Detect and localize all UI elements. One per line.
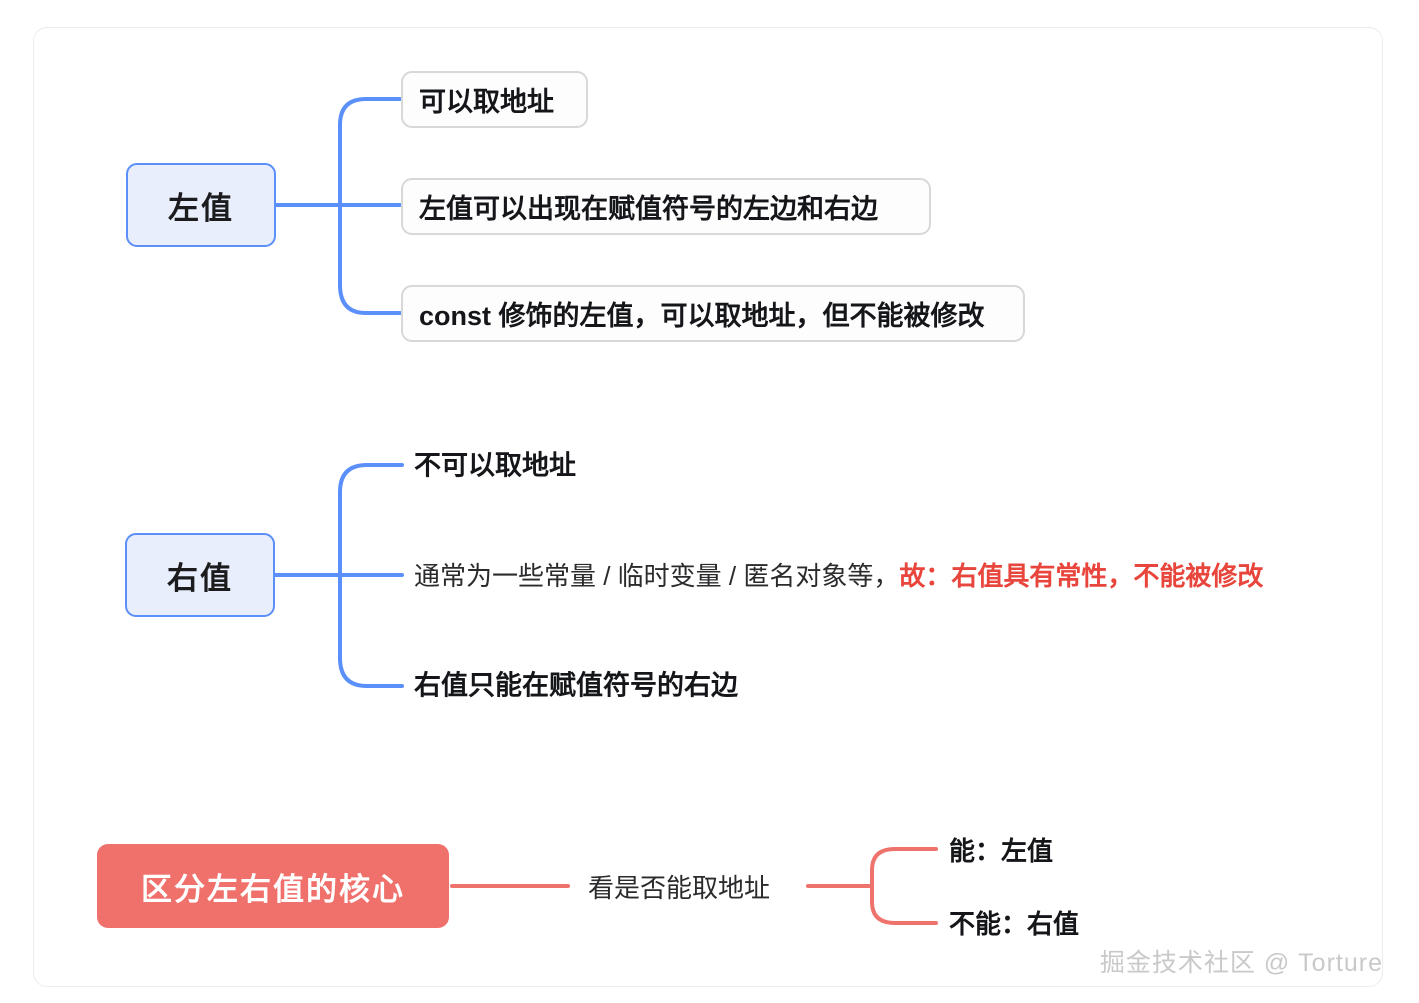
leaf-rvalue-3[interactable]: 右值只能在赋值符号的右边 — [414, 670, 738, 701]
leaf-core-yes[interactable]: 能：左值 — [949, 836, 1054, 866]
leaf-rvalue-1[interactable]: 不可以取地址 — [414, 450, 576, 481]
leaf-lvalue-2[interactable]: 左值可以出现在赋值符号的左边和右边 — [401, 178, 931, 235]
root-node-core[interactable]: 区分左右值的核心 — [97, 844, 449, 928]
leaf-rvalue-2-plain: 通常为一些常量 / 临时变量 / 匿名对象等， — [414, 561, 900, 591]
leaf-rvalue-2[interactable]: 通常为一些常量 / 临时变量 / 匿名对象等，故：右值具有常性，不能被修改 — [414, 563, 1263, 589]
leaf-core-question[interactable]: 看是否能取地址 — [588, 873, 771, 903]
leaf-core-no[interactable]: 不能：右值 — [949, 909, 1080, 939]
watermark: 掘金技术社区 @ Torture — [1099, 949, 1383, 977]
leaf-lvalue-1[interactable]: 可以取地址 — [401, 71, 588, 128]
root-node-lvalue[interactable]: 左值 — [126, 163, 276, 247]
root-node-rvalue[interactable]: 右值 — [125, 533, 275, 617]
leaf-lvalue-3[interactable]: const 修饰的左值，可以取地址，但不能被修改 — [401, 285, 1025, 342]
leaf-rvalue-2-accent: 故：右值具有常性，不能被修改 — [899, 561, 1264, 591]
